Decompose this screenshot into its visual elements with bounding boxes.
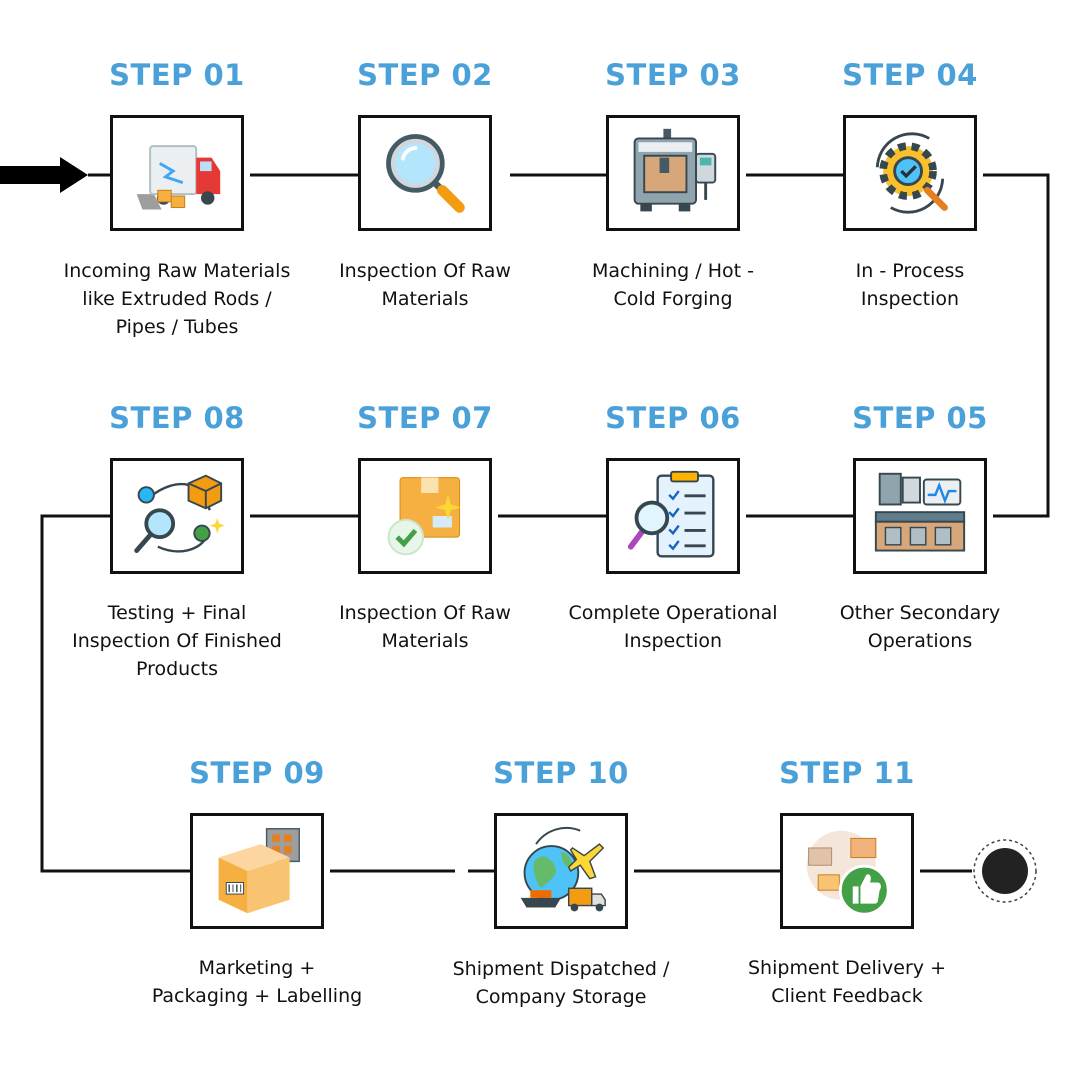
step-label-line: Machining / Hot -	[592, 260, 754, 282]
step-04-box	[843, 115, 977, 231]
end-marker	[982, 848, 1028, 894]
step-10-box	[494, 813, 628, 929]
connector-segment	[40, 514, 190, 873]
step-01-label: Incoming Raw Materials like Extruded Rods…	[52, 257, 302, 341]
step-label-line: Shipment Dispatched /	[452, 958, 670, 980]
step-01-title: STEP 01	[109, 58, 245, 92]
step-label-line: Products	[135, 658, 219, 680]
step-03-box	[606, 115, 740, 231]
step-07-title: STEP 07	[357, 401, 493, 435]
step-label-line: Shipment Delivery +	[748, 957, 946, 979]
gear-check-icon	[875, 132, 948, 214]
globe-shipping-icon	[520, 826, 606, 912]
step-11-label: Shipment Delivery + Client Feedback	[722, 954, 972, 1010]
step-06-title: STEP 06	[605, 401, 741, 435]
step-label-line: Company Storage	[475, 986, 647, 1008]
step-09-label: Marketing + Packaging + Labelling	[132, 954, 382, 1010]
step-label-line: like Extruded Rods /	[82, 288, 272, 310]
step-08-title: STEP 08	[109, 401, 245, 435]
step-label-line: Other Secondary	[839, 602, 1001, 624]
step-05-box	[853, 458, 987, 574]
step-label-line: Testing + Final	[107, 602, 247, 624]
step-label-line: In - Process	[855, 260, 965, 282]
step-02-title: STEP 02	[357, 58, 493, 92]
step-label-line: Inspection Of Finished	[72, 630, 282, 652]
step-label-line: Materials	[381, 288, 469, 310]
step-10-title: STEP 10	[493, 756, 629, 790]
step-label-line: Marketing +	[198, 957, 316, 979]
package-icon	[218, 828, 300, 914]
step-label-line: Pipes / Tubes	[115, 316, 239, 338]
thumbs-up-icon	[806, 830, 890, 916]
step-09-box	[190, 813, 324, 929]
step-label-line: Cold Forging	[613, 288, 733, 310]
step-04-title: STEP 04	[842, 58, 978, 92]
step-label-line: Inspection	[623, 630, 723, 652]
step-05-title: STEP 05	[852, 401, 988, 435]
step-03-title: STEP 03	[605, 58, 741, 92]
step-11-box	[780, 813, 914, 929]
factory-icon	[874, 472, 966, 552]
step-03-label: Machining / Hot - Cold Forging	[548, 257, 798, 313]
connector-segment	[983, 173, 1050, 518]
step-11-title: STEP 11	[779, 756, 915, 790]
step-label-line: Complete Operational	[568, 602, 778, 624]
step-09-title: STEP 09	[189, 756, 325, 790]
step-07-box	[358, 458, 492, 574]
step-08-box	[110, 458, 244, 574]
machine-icon	[633, 128, 717, 212]
step-label-line: Incoming Raw Materials	[63, 260, 291, 282]
step-label-line: Inspection Of Raw	[339, 260, 511, 282]
end-marker-ring	[973, 839, 1037, 903]
step-label-line: Materials	[381, 630, 469, 652]
testing-icon	[134, 474, 225, 553]
step-10-label: Shipment Dispatched / Company Storage	[436, 955, 686, 1011]
step-06-box	[606, 458, 740, 574]
step-label-line: Client Feedback	[771, 985, 923, 1007]
step-02-box	[358, 115, 492, 231]
delivery-truck-icon	[136, 145, 221, 210]
step-label-line: Packaging + Labelling	[151, 985, 363, 1007]
start-arrow-icon	[0, 157, 88, 193]
magnifier-icon	[386, 134, 465, 213]
checklist-icon	[627, 470, 715, 558]
approved-box-icon	[387, 477, 461, 556]
step-label-line: Operations	[867, 630, 973, 652]
step-label-line: Inspection Of Raw	[339, 602, 511, 624]
step-label-line: Inspection	[860, 288, 960, 310]
step-01-box	[110, 115, 244, 231]
